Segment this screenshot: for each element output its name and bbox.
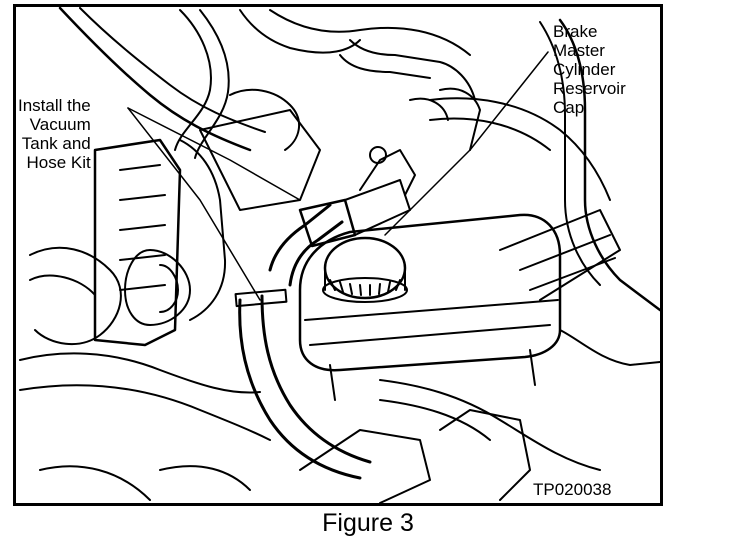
figure-code: TP020038: [533, 480, 612, 499]
leader-line-install-2: [127, 107, 261, 301]
hose-clamp: [234, 288, 288, 308]
callout-install-line-3: Tank and: [21, 134, 91, 153]
brake-pipe: [558, 18, 660, 312]
vacuum-hose: [238, 298, 362, 480]
callout-brake-line-5: Cap: [553, 98, 585, 117]
upper-hose: [58, 7, 252, 152]
callout-install-line-4: Hose Kit: [26, 153, 91, 172]
callout-install-line-2: Vacuum: [29, 115, 91, 134]
callout-install-line-1: Install the: [18, 96, 91, 115]
intake-manifold: [93, 138, 182, 347]
callout-brake-line-4: Reservoir: [553, 79, 626, 98]
callout-install-kit: Install the Vacuum Tank and Hose Kit: [18, 96, 91, 172]
callout-brake-line-3: Cylinder: [553, 60, 616, 79]
callout-brake-line-1: Brake: [553, 22, 598, 41]
callout-brake-reservoir-cap: Brake Master Cylinder Reservoir Cap: [553, 22, 626, 117]
callout-brake-line-2: Master: [553, 41, 605, 60]
figure-caption: Figure 3: [322, 509, 414, 537]
leader-line-install-1: [127, 107, 301, 201]
reservoir-cap: [323, 236, 407, 300]
leader-line-brake: [384, 51, 549, 236]
upper-hose-edge: [79, 7, 266, 133]
illustration-frame: [13, 4, 663, 506]
